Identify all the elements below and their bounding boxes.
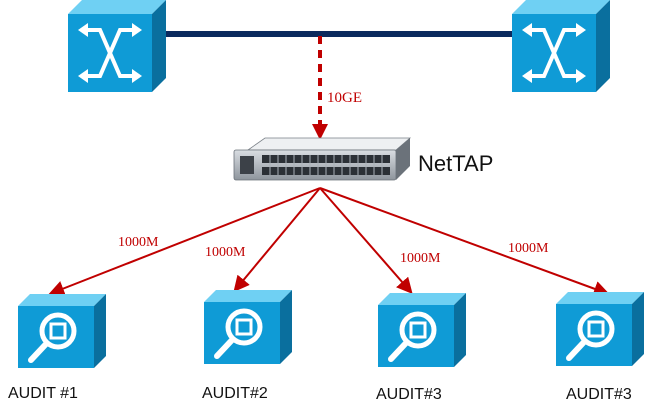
audit-label-2: AUDIT#2	[202, 385, 268, 402]
audit-link-2-label: 1000M	[205, 245, 246, 260]
audit-device-1	[18, 294, 106, 368]
audit-label-3: AUDIT#3	[376, 386, 442, 403]
audit-link-4	[319, 187, 610, 297]
network-tap-icon	[233, 137, 412, 181]
audit-link-1-label: 1000M	[118, 235, 159, 250]
magnifier-icon	[18, 294, 106, 368]
audit-link-1	[48, 187, 321, 297]
audit-link-3-label: 1000M	[400, 251, 441, 266]
audit-label-4: AUDIT#3	[566, 386, 632, 403]
audit-label-1: AUDIT #1	[8, 385, 78, 402]
audit-device-4	[556, 292, 644, 366]
switch-arrows-icon	[68, 0, 166, 92]
nettap-device	[233, 137, 412, 181]
magnifier-icon	[204, 290, 292, 364]
switch-right	[512, 0, 610, 92]
switch-left	[68, 0, 166, 92]
audit-link-4-label: 1000M	[508, 241, 549, 256]
nettap-label: NetTAP	[418, 151, 493, 176]
audit-link-2	[233, 187, 321, 293]
audit-device-2	[204, 290, 292, 364]
audit-device-3	[378, 293, 466, 367]
audit-link-3	[319, 187, 413, 295]
tap-link-label: 10GE	[327, 90, 362, 106]
switch-arrows-icon	[512, 0, 610, 92]
magnifier-icon	[378, 293, 466, 367]
magnifier-icon	[556, 292, 644, 366]
